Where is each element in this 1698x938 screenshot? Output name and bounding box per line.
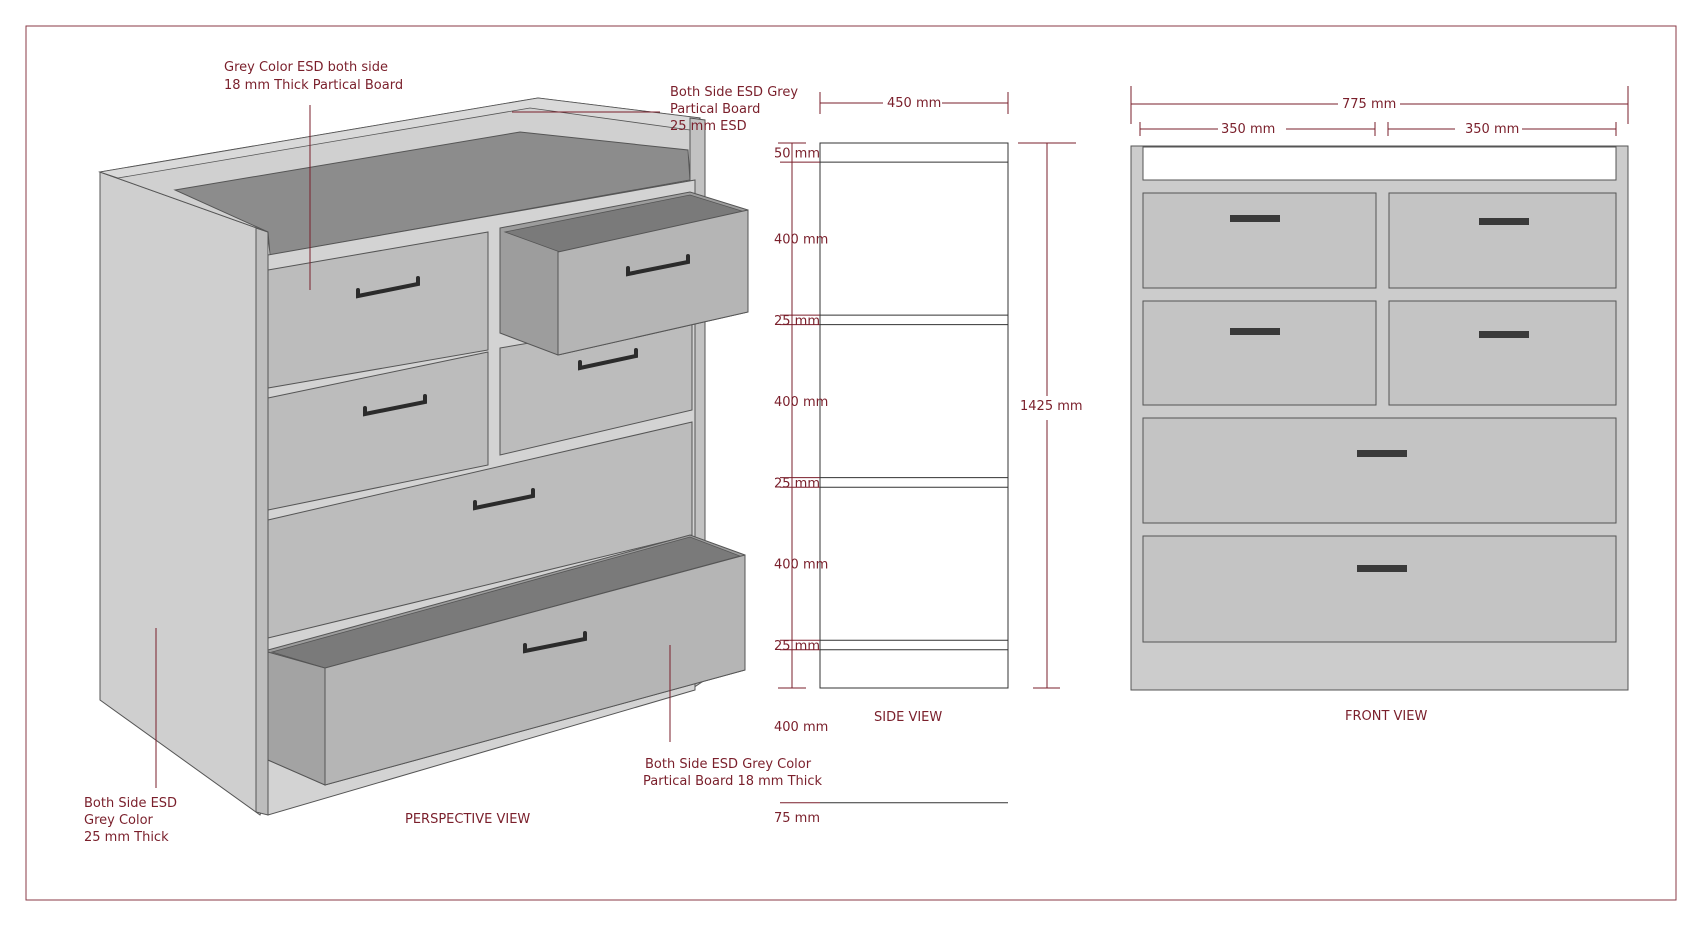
side-view-dimension-labels: 50 mm 400 mm 25 mm 400 mm 25 mm 400 mm 25 mm 40… xyxy=(774,147,828,827)
side-segment-label: 400 mm xyxy=(774,395,828,410)
drawer-5-front xyxy=(267,421,693,639)
front-drawer-6 xyxy=(1142,535,1617,643)
front-handle-2 xyxy=(1479,218,1529,225)
perspective-note-top-left-1: Grey Color ESD both side xyxy=(224,60,388,75)
side-segment-label: 50 mm xyxy=(774,147,820,162)
left-side-panel xyxy=(99,171,269,816)
perspective-note-bottom-right-1: Both Side ESD Grey Color xyxy=(645,757,812,772)
front-top-strip xyxy=(1142,146,1617,181)
front-handle-6 xyxy=(1357,565,1407,572)
front-left-label: 350 mm xyxy=(1221,122,1275,137)
side-segment-label: 25 mm xyxy=(774,476,820,491)
perspective-note-top-right-2: Partical Board xyxy=(670,102,760,117)
perspective-caption: PERSPECTIVE VIEW xyxy=(405,812,530,827)
handle-drawer-3 xyxy=(363,394,427,417)
handle-drawer-1 xyxy=(356,276,420,299)
side-segment-label: 25 mm xyxy=(774,314,820,329)
drawer-1-front xyxy=(267,231,489,389)
front-handle-5 xyxy=(1357,450,1407,457)
perspective-note-bottom-left-3: 25 mm Thick xyxy=(84,830,169,845)
front-overall-label: 775 mm xyxy=(1342,97,1396,112)
front-drawer-4 xyxy=(1388,300,1617,406)
side-view-caption: SIDE VIEW xyxy=(874,710,942,725)
front-view: 775 mm 350 mm 350 mm FRONT VIEW xyxy=(1130,86,1629,724)
perspective-note-bottom-right-2: Partical Board 18 mm Thick xyxy=(643,774,823,789)
front-drawer-5 xyxy=(1142,417,1617,524)
side-height-label: 1425 mm xyxy=(1020,399,1083,414)
handle-drawer-4 xyxy=(578,348,638,371)
open-drawer-2-front xyxy=(557,209,749,356)
perspective-note-top-right-1: Both Side ESD Grey xyxy=(670,85,798,100)
front-handle-3 xyxy=(1230,328,1280,335)
perspective-note-top-right-3: 25 mm ESD xyxy=(670,119,747,134)
sheet-border xyxy=(25,25,1677,901)
side-segment-label: 400 mm xyxy=(774,720,828,735)
side-panel-edge xyxy=(255,227,269,816)
handle-drawer-5 xyxy=(473,488,535,511)
side-view-divisions xyxy=(780,161,1008,804)
perspective-note-bottom-left-1: Both Side ESD xyxy=(84,796,177,811)
front-drawer-1 xyxy=(1142,192,1377,289)
side-view-outline xyxy=(819,142,1009,689)
handle-drawer-6 xyxy=(523,631,587,654)
handle-drawer-2 xyxy=(626,254,690,277)
open-drawer-6-side xyxy=(267,651,326,786)
side-view: 50 mm 400 mm 25 mm 400 mm 25 mm 400 mm 25 mm 40… xyxy=(774,92,1083,826)
perspective-view: Grey Color ESD both side 18 mm Thick Par… xyxy=(84,60,823,845)
side-width-label: 450 mm xyxy=(887,96,941,111)
front-handle-4 xyxy=(1479,331,1529,338)
front-drawer-3 xyxy=(1142,300,1377,406)
front-view-caption: FRONT VIEW xyxy=(1345,709,1427,724)
front-right-label: 350 mm xyxy=(1465,122,1519,137)
front-handle-1 xyxy=(1230,215,1280,222)
drawer-3-front xyxy=(267,351,489,511)
side-segment-label: 400 mm xyxy=(774,233,828,248)
perspective-note-top-left-2: 18 mm Thick Partical Board xyxy=(224,78,403,93)
side-segment-label: 400 mm xyxy=(774,558,828,573)
side-segment-label: 25 mm xyxy=(774,639,820,654)
side-segment-label: 75 mm xyxy=(774,811,820,826)
front-drawer-2 xyxy=(1388,192,1617,289)
perspective-note-bottom-left-2: Grey Color xyxy=(84,813,154,828)
